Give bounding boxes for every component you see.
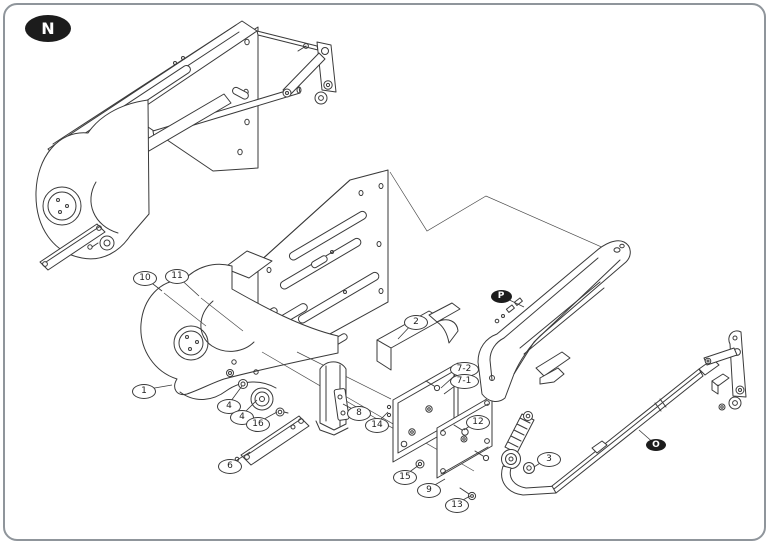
handle-rod-assembly [502,359,719,495]
assembly-link-line [390,172,622,256]
gearbox-plates [393,363,492,500]
feeder-assembly-complete [36,21,336,270]
washer-pulley-hardware [227,370,289,417]
bracket-part-2 [377,303,460,370]
mounting-plate-exploded [253,170,388,352]
rail-part-6 [235,416,309,465]
feeder-arm-assembly [478,241,630,402]
link-plate-part-8 [334,388,391,420]
lever-assembly [475,412,535,474]
rod-linkage [704,331,746,410]
